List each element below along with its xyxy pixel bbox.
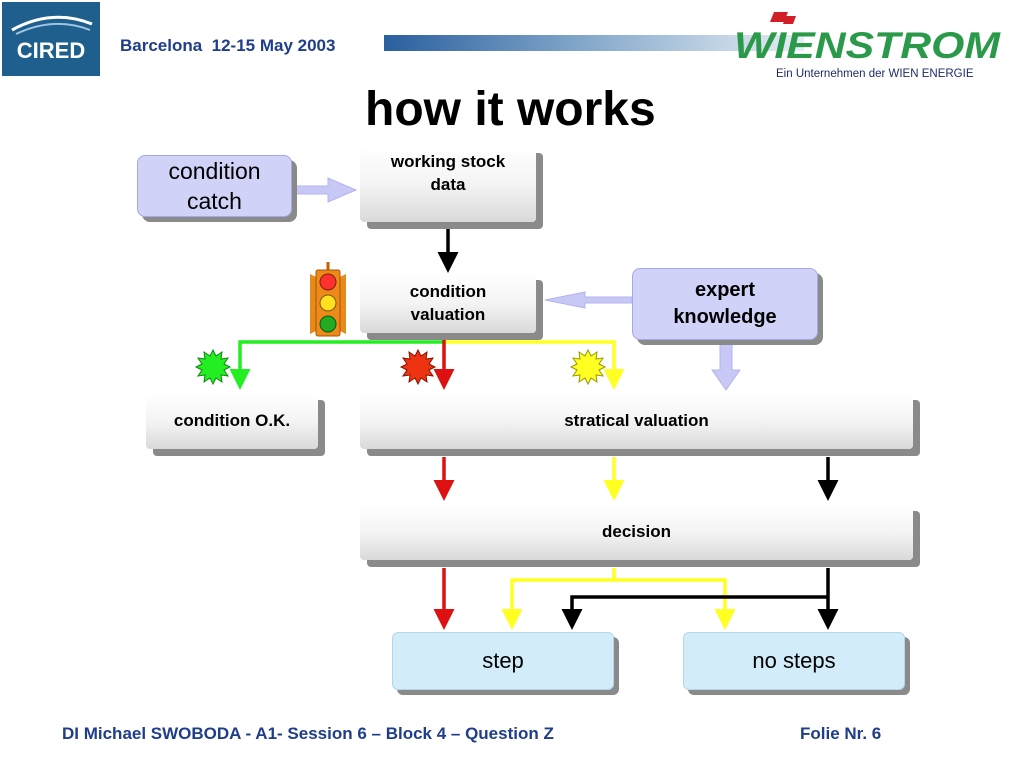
condition-valuation-box: condition valuation [360, 273, 536, 333]
green-branch [229, 340, 444, 390]
expert-to-valuation-arrow [544, 291, 633, 309]
wienstrom-tagline: Ein Unternehmen der WIEN ENERGIE [776, 68, 974, 80]
cired-logo: CIRED [2, 2, 100, 76]
header-gradient-bar [384, 35, 804, 51]
cired-text: CIRED [17, 38, 85, 63]
working-stock-data-box: working stock data [360, 146, 536, 222]
expert-knowledge-box: expert knowledge [632, 268, 818, 340]
footer-author: DI Michael SWOBODA - A1- Session 6 – Blo… [62, 724, 554, 743]
yellow-split [501, 568, 616, 630]
event-label: Barcelona 12-15 May 2003 [120, 36, 336, 55]
traffic-light-icon [310, 262, 346, 337]
expert-to-stratical-arrow [711, 341, 741, 391]
red-starburst-icon [399, 348, 437, 386]
yellow-branch [444, 340, 625, 390]
condition-catch-box: condition catch [137, 155, 292, 217]
step-box: step [392, 632, 614, 690]
page-title: how it works [365, 83, 656, 136]
wienstrom-wordmark: WIENSTROM [734, 25, 1001, 63]
no-steps-box: no steps [683, 632, 905, 690]
catch-arrow [295, 177, 358, 203]
yellow-split-right [614, 578, 736, 630]
green-starburst-icon [194, 348, 232, 386]
decision-box: decision [360, 504, 913, 560]
wienstrom-logo: WIENSTROM [730, 8, 1005, 66]
condition-ok-box: condition O.K. [146, 393, 318, 449]
black-split-left [561, 595, 828, 630]
footer-page-number: Folie Nr. 6 [800, 724, 882, 743]
yellow-starburst-icon [569, 348, 607, 386]
stratical-valuation-box: stratical valuation [360, 393, 913, 449]
